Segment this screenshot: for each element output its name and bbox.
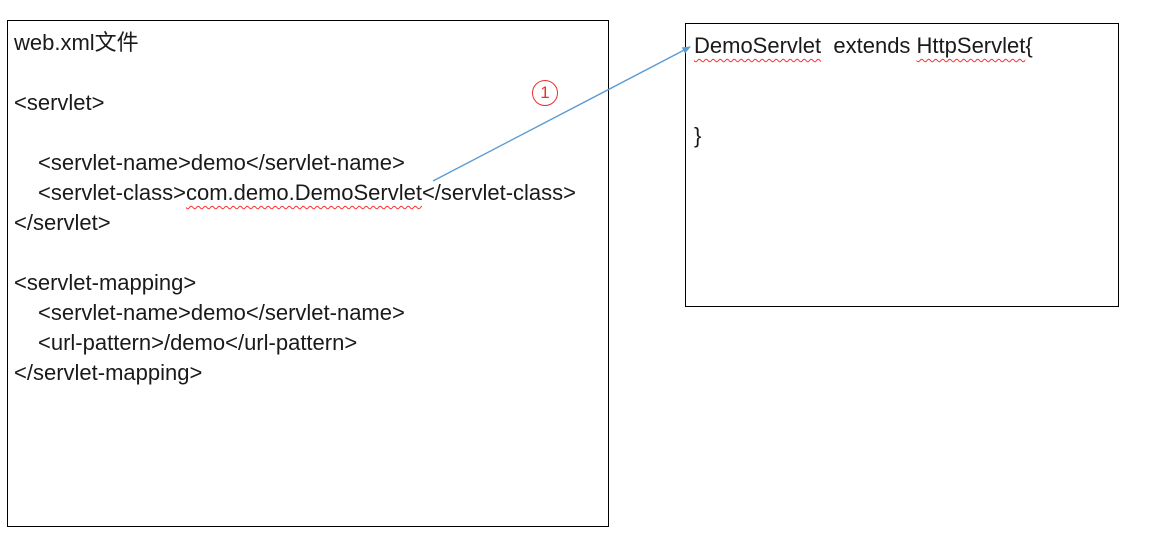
webxml-box-title: web.xml文件 [14,30,139,55]
servlet-class-line: <servlet-class>com.demo.DemoServlet</ser… [14,178,602,208]
class-declaration-line: DemoServlet extends HttpServlet{ [694,31,1110,61]
servlet-class-value: com.demo.DemoServlet [185,180,422,205]
servlet-close-tag: </servlet> [14,210,111,235]
extends-keyword: extends [821,33,917,58]
servlet-mapping-open-tag: <servlet-mapping> [14,270,197,295]
webxml-box: web.xml文件 <servlet> <servlet-name>demo</… [7,20,609,527]
servlet-class-close-tag: </servlet-class> [421,180,576,205]
blank-line [694,61,1110,91]
step-1-annotation-number: 1 [540,83,550,102]
servlet-class-open-tag: <servlet-class> [38,180,186,205]
blank-line [694,91,1110,121]
blank-line [14,118,602,148]
open-brace: { [1025,33,1033,58]
java-class-box: DemoServlet extends HttpServlet{ } [685,23,1119,307]
mapping-servlet-name-line: <servlet-name>demo</servlet-name> [38,300,405,325]
url-pattern-line: <url-pattern>/demo</url-pattern> [38,330,358,355]
servlet-mapping-close-tag: </servlet-mapping> [14,360,203,385]
class-name: DemoServlet [694,33,822,58]
close-brace-line: } [694,123,702,148]
servlet-name-line: <servlet-name>demo</servlet-name> [38,150,405,175]
blank-line [14,58,602,88]
blank-line [14,238,602,268]
superclass-name: HttpServlet [916,33,1026,58]
step-1-annotation: 1 [532,80,558,106]
servlet-open-tag: <servlet> [14,90,105,115]
